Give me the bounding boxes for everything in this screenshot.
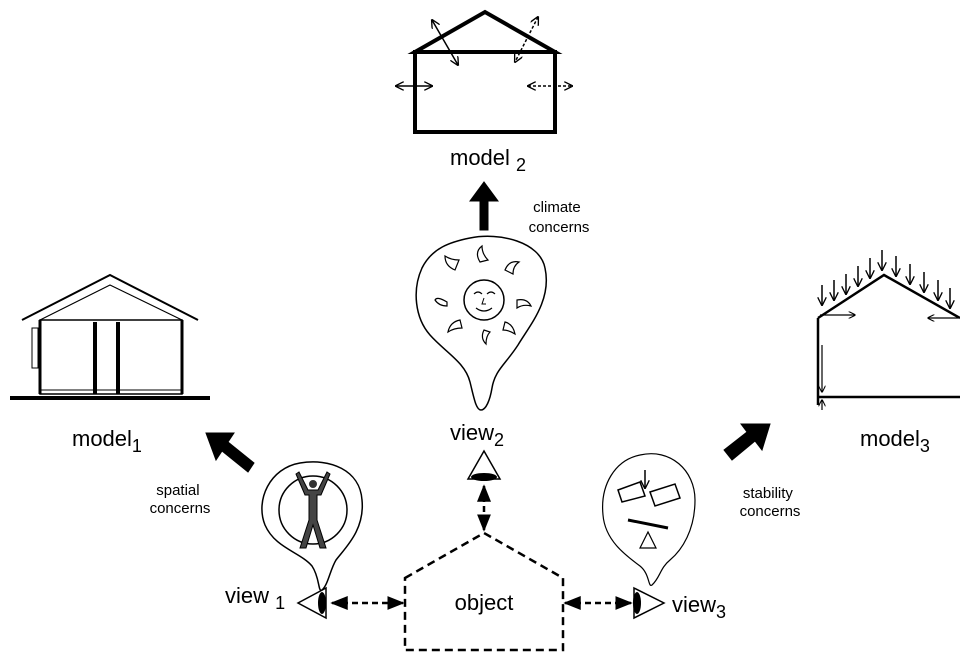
model3-label: model3 bbox=[860, 426, 930, 456]
view1-eye-icon bbox=[296, 586, 327, 620]
model2-house-drawing bbox=[396, 9, 572, 134]
view3-eye-icon bbox=[633, 586, 666, 620]
climate-arrow bbox=[469, 181, 499, 231]
stability-concerns-label: stability concerns bbox=[740, 485, 801, 520]
stability-arrow bbox=[723, 423, 771, 461]
object-outline bbox=[403, 531, 565, 652]
stability-thought-bubble bbox=[602, 453, 696, 586]
view3-label: view3 bbox=[672, 592, 726, 622]
model3-frame-drawing bbox=[816, 250, 960, 410]
view2-eye-icon bbox=[466, 449, 502, 481]
climate-concerns-label: climate concerns bbox=[529, 199, 590, 236]
spatial-concerns-label: spatial concerns bbox=[150, 482, 211, 517]
spatial-arrow bbox=[205, 432, 255, 473]
object-label: object bbox=[455, 590, 514, 615]
model1-house-drawing bbox=[10, 273, 210, 400]
human-thought-bubble bbox=[261, 461, 363, 592]
sun-thought-bubble bbox=[415, 235, 548, 411]
model2-label: model 2 bbox=[450, 145, 526, 175]
model1-label: model1 bbox=[72, 426, 142, 456]
view2-label: view2 bbox=[450, 420, 504, 450]
view1-label: view 1 bbox=[225, 583, 285, 613]
